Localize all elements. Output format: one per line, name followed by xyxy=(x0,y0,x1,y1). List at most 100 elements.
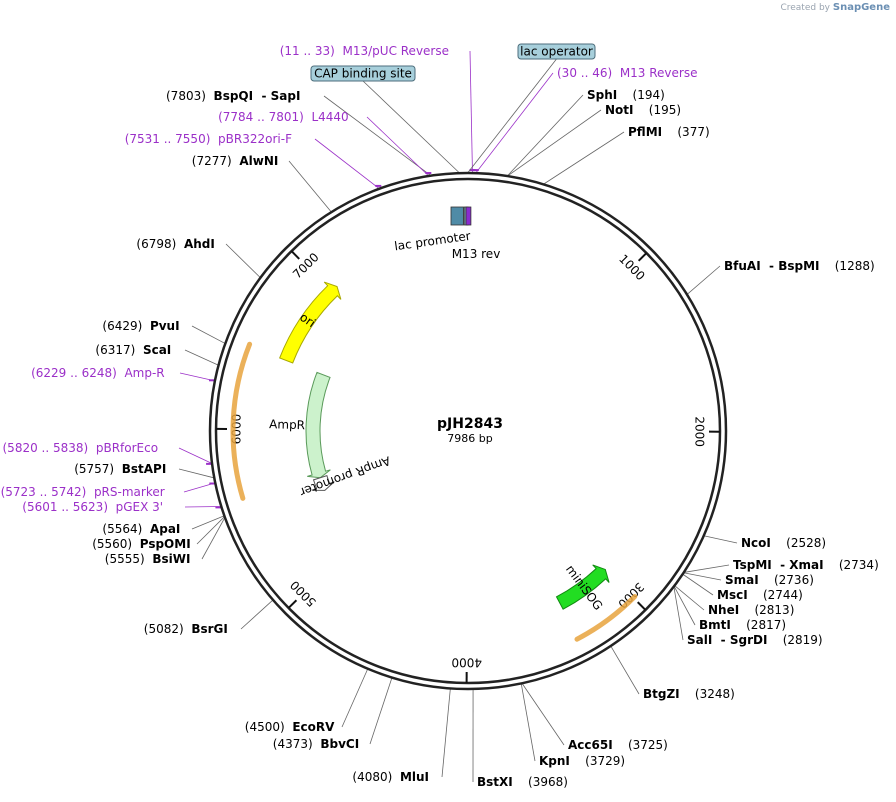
plasmid-name: pJH2843 xyxy=(437,416,503,432)
ampr-feature xyxy=(305,371,331,479)
leader-line xyxy=(191,325,226,344)
label-part xyxy=(114,462,122,476)
bsrgi-site-label: (5082) BsrGI xyxy=(144,622,228,636)
label-part: (1288) xyxy=(835,259,875,273)
leader-line xyxy=(178,468,215,479)
label-part: (7531 .. 7550) xyxy=(125,132,211,146)
pbrforeco-primer-label: (5820 .. 5838) pBRforEco xyxy=(3,441,159,455)
leader-line xyxy=(610,645,640,695)
label-part xyxy=(612,66,620,80)
bstapi-site-label: (5757) BstAPI xyxy=(74,462,166,476)
leader-line xyxy=(683,564,730,573)
lac-promoter-feature xyxy=(450,206,464,226)
leader-line xyxy=(703,535,738,544)
pbr322ori-f-primer-label: (7531 .. 7550) pBR322ori-F xyxy=(125,132,292,146)
label-part: (2744) xyxy=(763,588,803,602)
label-part: pBRforEco xyxy=(96,441,158,455)
label-part: M13/pUC Reverse xyxy=(343,44,450,58)
label-part xyxy=(617,88,632,102)
label-part: (4080) xyxy=(352,770,392,784)
leader-line xyxy=(686,265,721,295)
noti-site-label: NotI (195) xyxy=(605,103,681,117)
m13-reverse-primer-label: (30 .. 46) M13 Reverse xyxy=(557,66,697,80)
tick-mark xyxy=(637,252,648,262)
minisog-feature xyxy=(555,564,610,610)
label-part: pRS-marker xyxy=(94,485,165,499)
label-part: EcoRV xyxy=(292,720,335,734)
bstxi-site-label: BstXI (3968) xyxy=(477,775,568,789)
label-part: (4373) xyxy=(273,737,313,751)
leader-lines xyxy=(178,50,738,783)
ori-feature xyxy=(279,281,342,364)
label-part xyxy=(88,441,96,455)
pgex-3-primer-label: (5601 .. 5623) pGEX 3' xyxy=(22,500,163,514)
credit-text: Created by xyxy=(780,3,830,13)
label-part xyxy=(86,485,94,499)
bbvci-site-label: (4373) BbvCI xyxy=(273,737,359,751)
orange-highlight-arc xyxy=(574,594,638,642)
label-part xyxy=(680,687,695,701)
label-part: AhdI xyxy=(184,237,215,251)
label-part: (377) xyxy=(677,125,709,139)
label-part: BsiWI xyxy=(152,552,190,566)
leader-line xyxy=(184,349,219,366)
label-part: PspOMI xyxy=(140,537,191,551)
leader-line xyxy=(201,517,226,560)
leader-line xyxy=(506,94,584,177)
label-part: (5820 .. 5838) xyxy=(3,441,89,455)
label-part: BstAPI xyxy=(122,462,167,476)
label-part: ApaI xyxy=(150,522,180,536)
scai-site-label: (6317) ScaI xyxy=(95,343,171,357)
plasmid-size: 7986 bp xyxy=(447,432,492,445)
leader-line xyxy=(507,109,602,177)
label-part: (2817) xyxy=(746,618,786,632)
label-part xyxy=(613,738,628,752)
leader-line xyxy=(225,243,261,279)
kpni-site-label: KpnI (3729) xyxy=(539,754,625,768)
tick-label: 4000 xyxy=(451,655,482,669)
ampr-promoter-feature xyxy=(311,475,335,491)
amp-r-primer-label: (6229 .. 6248) Amp-R xyxy=(31,366,165,380)
label-part: L4440 xyxy=(311,110,348,124)
pvui-site-label: (6429) PvuI xyxy=(102,319,179,333)
label-part: (7784 .. 7801) xyxy=(218,110,304,124)
leader-line xyxy=(673,586,696,626)
m13-puc-reverse-primer-label: (11 .. 33) M13/pUC Reverse xyxy=(280,44,449,58)
label-part xyxy=(176,237,184,251)
label-part xyxy=(771,536,786,550)
ecorv-site-label: (4500) EcoRV xyxy=(245,720,335,734)
mlui-site-label: (4080) MluI xyxy=(352,770,429,784)
leader-line xyxy=(682,573,714,596)
label-part: BstXI xyxy=(477,775,513,789)
ahdi-site-label: (6798) AhdI xyxy=(136,237,214,251)
label-part xyxy=(759,573,774,587)
label-part: (3248) xyxy=(695,687,735,701)
label-part xyxy=(313,737,321,751)
label-part: SapI xyxy=(271,89,301,103)
lac-operator-label: lac operator xyxy=(520,45,593,59)
tick-mark xyxy=(287,599,298,609)
label-part: (2528) xyxy=(786,536,826,550)
acc65i-site-label: Acc65I (3725) xyxy=(568,738,668,752)
label-part xyxy=(335,44,343,58)
leader-line xyxy=(674,585,705,611)
label-part: PvuI xyxy=(150,319,180,333)
label-part: TspMI xyxy=(733,558,772,572)
label-part: SalI xyxy=(687,633,712,647)
label-part: BtgZI xyxy=(643,687,680,701)
orange-highlight-arc xyxy=(230,341,253,501)
leader-line xyxy=(441,688,451,778)
label-part: (3968) xyxy=(528,775,568,789)
label-part xyxy=(304,110,312,124)
leader-line xyxy=(369,677,393,745)
label-part: MluI xyxy=(400,770,429,784)
site-labels: (7803) BspQI - SapI(7277) AlwNI(6798) Ah… xyxy=(1,44,879,789)
tick-mark xyxy=(636,601,647,611)
label-part: (5723 .. 5742) xyxy=(1,485,87,499)
label-part xyxy=(135,343,143,357)
label-part: SgrDI xyxy=(730,633,768,647)
label-part: NotI xyxy=(605,103,634,117)
backbone-outer-strand xyxy=(208,171,728,691)
label-part xyxy=(634,103,649,117)
